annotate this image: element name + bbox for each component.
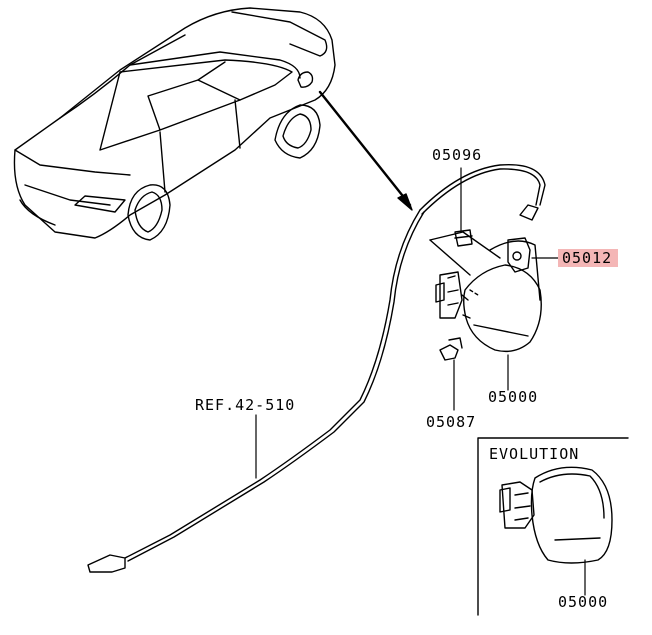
leader-lines bbox=[255, 167, 586, 596]
pointer-arrow bbox=[318, 90, 413, 211]
fuel-lid-assembly bbox=[429, 229, 542, 361]
evolution-inset bbox=[477, 437, 629, 616]
release-cable bbox=[87, 163, 546, 573]
callout-05087[interactable]: 05087 bbox=[426, 413, 477, 431]
callout-ref-cable[interactable]: REF.42-510 bbox=[195, 396, 296, 414]
callout-05096[interactable]: 05096 bbox=[432, 146, 483, 164]
callout-05000[interactable]: 05000 bbox=[488, 388, 539, 406]
inset-title: EVOLUTION bbox=[489, 445, 580, 463]
car-illustration bbox=[13, 7, 336, 241]
callout-05000-evolution[interactable]: 05000 bbox=[558, 593, 609, 611]
callout-05012-highlighted[interactable]: 05012 bbox=[558, 249, 619, 267]
